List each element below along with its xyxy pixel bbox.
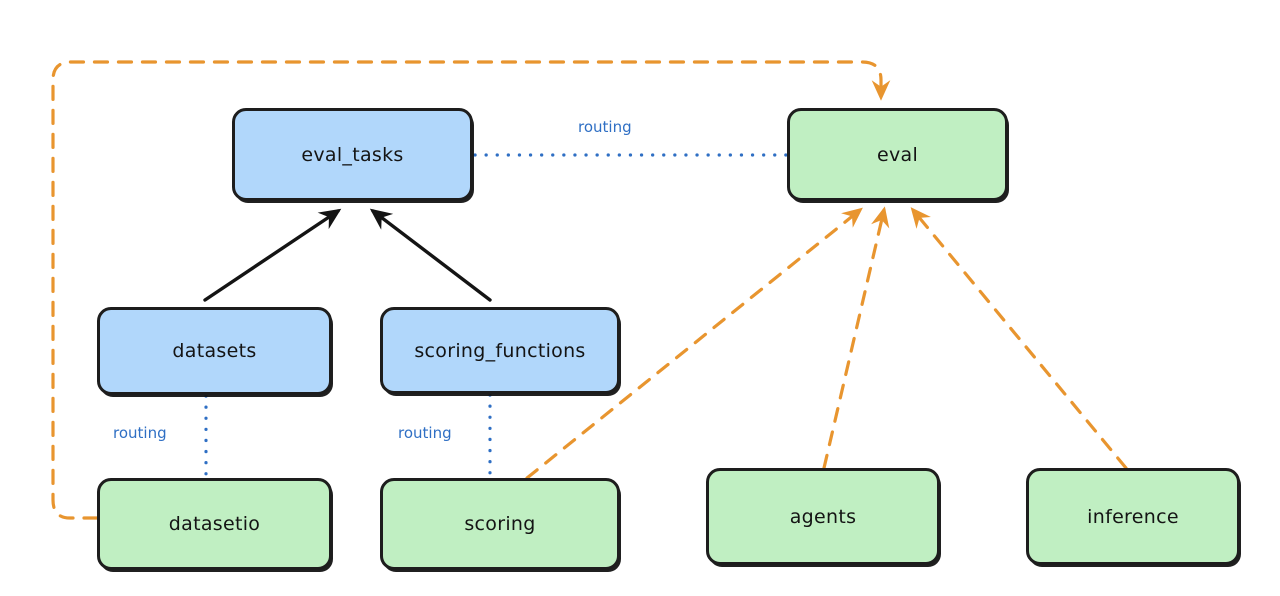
node-scoring-functions[interactable]: scoring_functions	[380, 307, 620, 394]
node-label: datasetio	[168, 513, 261, 535]
edge-scoring-functions-to-eval-tasks	[369, 208, 492, 302]
edge-datasetio-to-eval	[51, 60, 891, 520]
node-label: eval_tasks	[301, 143, 404, 166]
node-scoring[interactable]: scoring	[380, 478, 620, 570]
edge-datasets-to-eval-tasks	[203, 208, 342, 302]
node-label: scoring	[464, 513, 536, 535]
node-datasets[interactable]: datasets	[97, 307, 332, 395]
edge-inference-to-eval	[910, 207, 1128, 470]
edge-label-routing-eval-tasks: routing	[578, 118, 632, 136]
node-label: eval	[876, 143, 919, 166]
edge-scoring-to-eval	[525, 207, 863, 480]
edge-agents-to-eval	[822, 206, 890, 470]
node-eval[interactable]: eval	[787, 108, 1008, 201]
node-eval-tasks[interactable]: eval_tasks	[232, 108, 473, 201]
edge-label-routing-scoring-functions: routing	[398, 424, 452, 442]
node-agents[interactable]: agents	[706, 468, 940, 565]
node-label: scoring_functions	[414, 339, 586, 362]
edge-label-routing-datasets: routing	[113, 424, 167, 442]
node-label: datasets	[172, 340, 257, 362]
node-label: agents	[789, 505, 857, 528]
node-inference[interactable]: inference	[1026, 468, 1240, 565]
node-datasetio[interactable]: datasetio	[97, 478, 332, 570]
node-label: inference	[1087, 505, 1179, 528]
